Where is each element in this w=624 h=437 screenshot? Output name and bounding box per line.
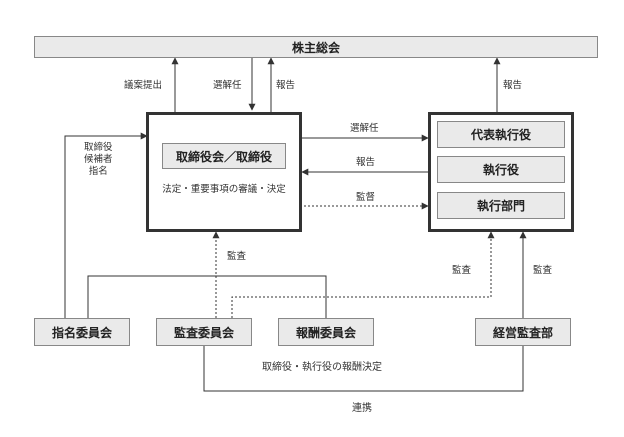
label-report-board: 報告	[276, 80, 296, 91]
board-subtitle: 法定・重要事項の審議・決定	[162, 184, 286, 195]
label-audit-internal: 監査	[533, 265, 553, 276]
label-audit-exec: 監査	[452, 265, 472, 276]
compensation-bracket	[87, 275, 327, 318]
label-cooperation: 連携	[352, 403, 372, 414]
label-compensation-decision: 取締役・執行役の報酬決定	[262, 362, 382, 373]
label-report-to-board: 報告	[356, 157, 376, 168]
officers-label: 執行役	[482, 163, 519, 177]
compensation-label: 報酬委員会	[295, 325, 356, 340]
board-of-directors: 取締役会／取締役 法定・重要事項の審議・決定	[146, 112, 302, 232]
label-report-exec: 報告	[503, 80, 523, 91]
officers-box: 執行役	[437, 156, 565, 183]
label-candidates: 取締役 候補者 指名	[84, 142, 113, 178]
internal-audit-dept: 経営監査部	[475, 318, 571, 346]
label-supervise: 監督	[356, 192, 376, 203]
compensation-committee: 報酬委員会	[278, 318, 374, 346]
board-title: 取締役会／取締役	[175, 149, 272, 164]
label-proposal: 議案提出	[124, 80, 163, 91]
arrow-audit-exec	[231, 231, 495, 318]
execution-label: 執行部門	[476, 199, 525, 213]
shareholders-meeting-label: 株主総会	[291, 40, 340, 55]
nomination-label: 指名委員会	[51, 325, 112, 340]
label-elect-board: 選解任	[213, 80, 242, 91]
audit-committee: 監査委員会	[156, 318, 252, 346]
label-candidates-line1: 取締役	[84, 142, 113, 153]
internal-audit-label: 経営監査部	[492, 325, 553, 340]
label-elect-exec: 選解任	[350, 123, 379, 134]
board-title-box: 取締役会／取締役	[162, 143, 286, 169]
ceo-box: 代表執行役	[437, 121, 565, 148]
cooperation-line	[203, 346, 524, 392]
audit-label: 監査委員会	[173, 325, 234, 340]
label-audit-board: 監査	[227, 251, 247, 262]
label-candidates-line2: 候補者	[84, 153, 113, 165]
nomination-committee: 指名委員会	[34, 318, 130, 346]
label-candidates-line3: 指名	[88, 165, 108, 177]
execution-box: 執行部門	[437, 192, 565, 219]
arrow-candidates	[64, 132, 148, 318]
ceo-label: 代表執行役	[470, 128, 531, 142]
shareholders-meeting: 株主総会	[34, 36, 598, 58]
